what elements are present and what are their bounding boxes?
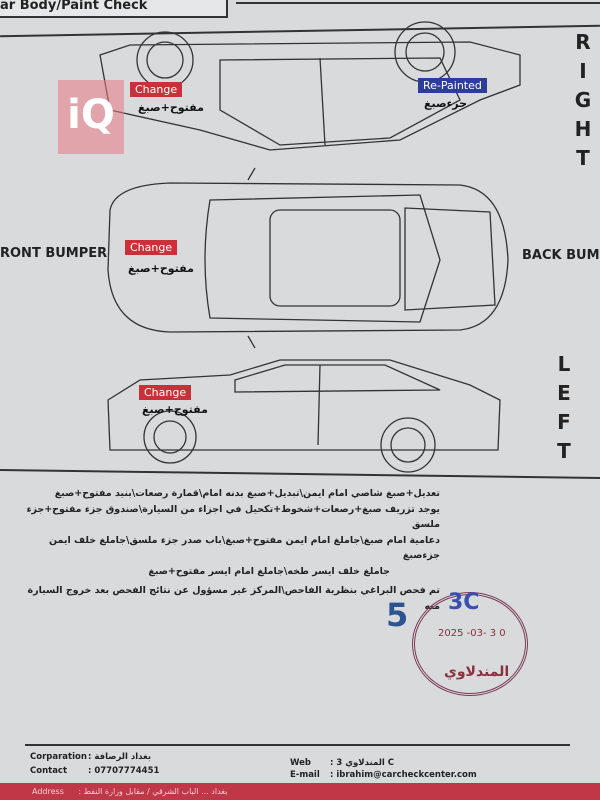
car-left-view: [107, 359, 501, 473]
label-front-bumper: RONT BUMPER: [0, 246, 108, 261]
car-diagram: [0, 21, 600, 479]
contact-value: : 07707774451: [88, 766, 160, 776]
stamp-number: 5: [386, 596, 409, 634]
damage-tag-change: Change: [125, 240, 178, 255]
corporation-value: : بغداد الرصافة: [88, 752, 152, 762]
label-back-bumper: BACK BUM: [522, 248, 600, 263]
stamp-code: 3C: [448, 590, 480, 615]
damage-note: جزءصبغ: [424, 97, 468, 110]
stamp-circle: [412, 592, 528, 696]
web-label: Web: [290, 758, 311, 768]
stamp-name: المندلاوي: [444, 664, 510, 680]
email-label: E-mail: [290, 770, 320, 780]
damage-tag-change: Change: [130, 82, 183, 97]
inspection-notes: تعديل+صبغ شاصي امام ايمن\تبديل+صبغ بدنه …: [26, 488, 440, 612]
stamp-date: 2025 -03- 3 0: [438, 628, 506, 639]
damage-tag-change: Change: [139, 385, 192, 400]
damage-tag-repainted: Re-Painted: [418, 78, 487, 93]
car-top-view: [107, 167, 509, 349]
divider: [236, 2, 600, 4]
web-value: : 3 المندلاوي C: [330, 758, 395, 768]
contact-label: Contact: [30, 766, 68, 776]
damage-note: مفتوح+صبغ: [142, 403, 208, 416]
watermark-logo: iQ: [58, 80, 124, 154]
damage-note: مفتوح+صبغ: [138, 101, 204, 114]
address-bar: Address : بغداد ... الباب الشرقي / مقابل…: [0, 783, 600, 800]
page-title: ar Body/Paint Check: [0, 0, 228, 18]
footer-divider: [25, 744, 570, 746]
email-value[interactable]: : ibrahim@carcheckcenter.com: [330, 770, 477, 780]
damage-note: مفتوح+صبغ: [128, 262, 194, 275]
corporation-label: Corparation: [30, 752, 87, 762]
